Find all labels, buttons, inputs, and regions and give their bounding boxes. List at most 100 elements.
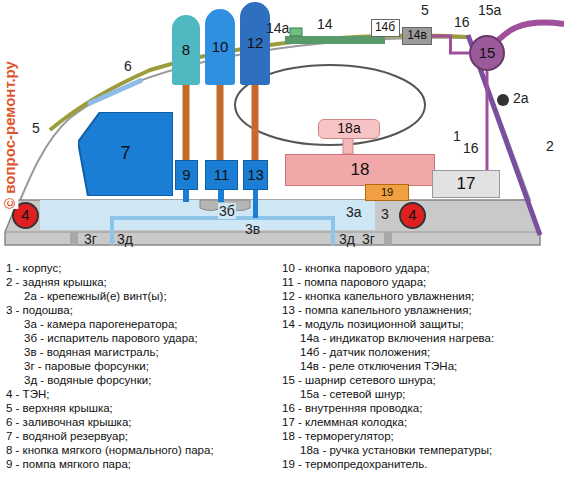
- legend-line: 14 - модуль позиционной защиты;: [282, 318, 464, 331]
- legend-line: 2 - задняя крышка;: [6, 276, 107, 289]
- callout-number: 2а: [512, 90, 530, 106]
- knob: 18а: [318, 119, 380, 139]
- filler-cap: [88, 80, 142, 104]
- callout-number: 14а: [266, 20, 289, 36]
- callout-number: 19: [381, 186, 393, 198]
- button-rod: [183, 85, 190, 160]
- callout-number: 12: [247, 35, 264, 52]
- callout-number: 3: [380, 206, 390, 222]
- pump-pipe: [253, 190, 258, 218]
- legend-line: 19 - термопредохранитель.: [282, 458, 427, 471]
- steam-nozzle: [70, 232, 78, 245]
- legend-line: 3а - камера парогенератора;: [24, 318, 178, 331]
- callout-number: 11: [214, 167, 230, 184]
- cord-hinge: 15: [469, 35, 505, 71]
- heat-indicator: [290, 28, 302, 36]
- wire: [486, 71, 489, 170]
- callout-number: 3б: [218, 203, 236, 219]
- pump-block: 9: [175, 160, 198, 190]
- legend-line: 18а - ручка установки температуры;: [300, 444, 492, 457]
- callout-number: 3а: [345, 204, 363, 220]
- terminal-block: 17: [432, 170, 500, 198]
- water-nozzle: [110, 216, 114, 245]
- water-reservoir: 7: [78, 112, 173, 196]
- callout-number: 2: [546, 138, 554, 154]
- legend-line: 16 - внутренняя проводка;: [282, 402, 422, 415]
- fixing-screw: [497, 94, 509, 106]
- pump-block: 11: [205, 160, 238, 190]
- callout-number: 17: [457, 175, 476, 194]
- callout-number: 3в: [245, 221, 260, 237]
- callout-number: 10: [212, 39, 229, 56]
- thermostat-box: 18: [285, 154, 435, 186]
- callout-number: 3д: [339, 231, 355, 247]
- callout-number: 14: [316, 16, 334, 32]
- thermostat-stem: [343, 138, 353, 154]
- legend-line: 3д - водяные форсунки;: [24, 374, 151, 387]
- legend-line: 1 - корпус;: [6, 262, 61, 275]
- callout-number: 15а: [478, 2, 501, 18]
- callout-number: 3д: [117, 231, 133, 247]
- legend-line: 14в - реле отключения ТЭНа;: [300, 360, 457, 373]
- button: 8: [172, 15, 200, 85]
- callout-number: 16: [453, 14, 471, 30]
- callout-number: 4: [408, 207, 416, 224]
- callout-number: 18а: [337, 121, 360, 136]
- legend-line: 14б - датчик положения;: [300, 346, 430, 359]
- fuse-box: 19: [365, 184, 409, 201]
- pump-block: 13: [243, 160, 268, 190]
- callout-number: 8: [182, 42, 190, 59]
- steam-nozzle: [384, 232, 392, 245]
- heater-circle: 4: [399, 202, 426, 229]
- legend-line: 12 - кнопка капельного увлажнения;: [282, 290, 474, 303]
- pump-pipe: [183, 190, 189, 202]
- legend-line: 18 - терморегулятор;: [282, 430, 394, 443]
- reservoir-shape: [78, 112, 173, 196]
- legend-line: 7 - водяной резервуар;: [6, 430, 128, 443]
- button-rod: [217, 85, 224, 160]
- pump-pipe: [218, 190, 224, 202]
- callout-number: 13: [247, 167, 264, 184]
- callout-number: 5: [421, 2, 429, 18]
- callout-number: 7: [120, 144, 130, 164]
- button: 12: [240, 2, 270, 85]
- legend-line: 6 - заливочная крышка;: [6, 416, 132, 429]
- water-nozzle: [331, 216, 335, 245]
- callout-number: 1: [452, 128, 462, 144]
- legend-line: 3 - подошва;: [6, 304, 73, 317]
- callout-number: 15: [479, 45, 496, 62]
- sensor-box: 14б: [371, 19, 400, 37]
- legend-line: 9 - помпа мягкого пара;: [6, 458, 131, 471]
- legend-line: 14а - индикатор включения нагрева:: [300, 332, 494, 345]
- legend-line: 10 - кнопка парового удара;: [282, 262, 430, 275]
- callout-number: 9: [182, 167, 190, 184]
- legend-line: 8 - кнопка мягкого (нормального) пара;: [6, 444, 214, 457]
- legend-line: 5 - верхняя крышка;: [6, 402, 113, 415]
- callout-number: 4: [21, 207, 29, 224]
- callout-number: 14б: [375, 21, 395, 34]
- watermark: © вопрос-ремонт.ру: [1, 61, 18, 209]
- steam-chamber: [40, 200, 375, 230]
- body-shell: [10, 38, 530, 225]
- legend-line: 3в - водяная магистраль;: [24, 346, 159, 359]
- legend-line: 15а - сетевой шнур;: [300, 388, 406, 401]
- rear-cover: [468, 35, 540, 235]
- legend-line: 13 - помпа капельного увлажнения;: [282, 304, 472, 317]
- callout-number: 3г: [362, 231, 375, 247]
- wire: [432, 36, 469, 53]
- callout-number: 3г: [84, 231, 97, 247]
- legend-line: 15 - шарнир сетевого шнура;: [282, 374, 436, 387]
- legend-line: 4 - ТЭН;: [6, 388, 49, 401]
- callout-number: 16: [462, 140, 480, 156]
- callout-number: 6: [124, 58, 132, 74]
- legend-line: 3б - испаритель парового удара;: [24, 332, 198, 345]
- legend-line: 3г - паровые форсунки;: [24, 360, 149, 373]
- relay-box: 14в: [402, 27, 432, 45]
- legend-line: 2а - крепежный(е) винт(ы);: [24, 290, 167, 303]
- legend-line: 11 - помпа парового удара;: [282, 276, 426, 289]
- module-board: [285, 36, 385, 44]
- legend-line: 17 - клеммная колодка;: [282, 416, 407, 429]
- callout-number: 5: [32, 120, 40, 136]
- callout-number: 14в: [407, 29, 427, 42]
